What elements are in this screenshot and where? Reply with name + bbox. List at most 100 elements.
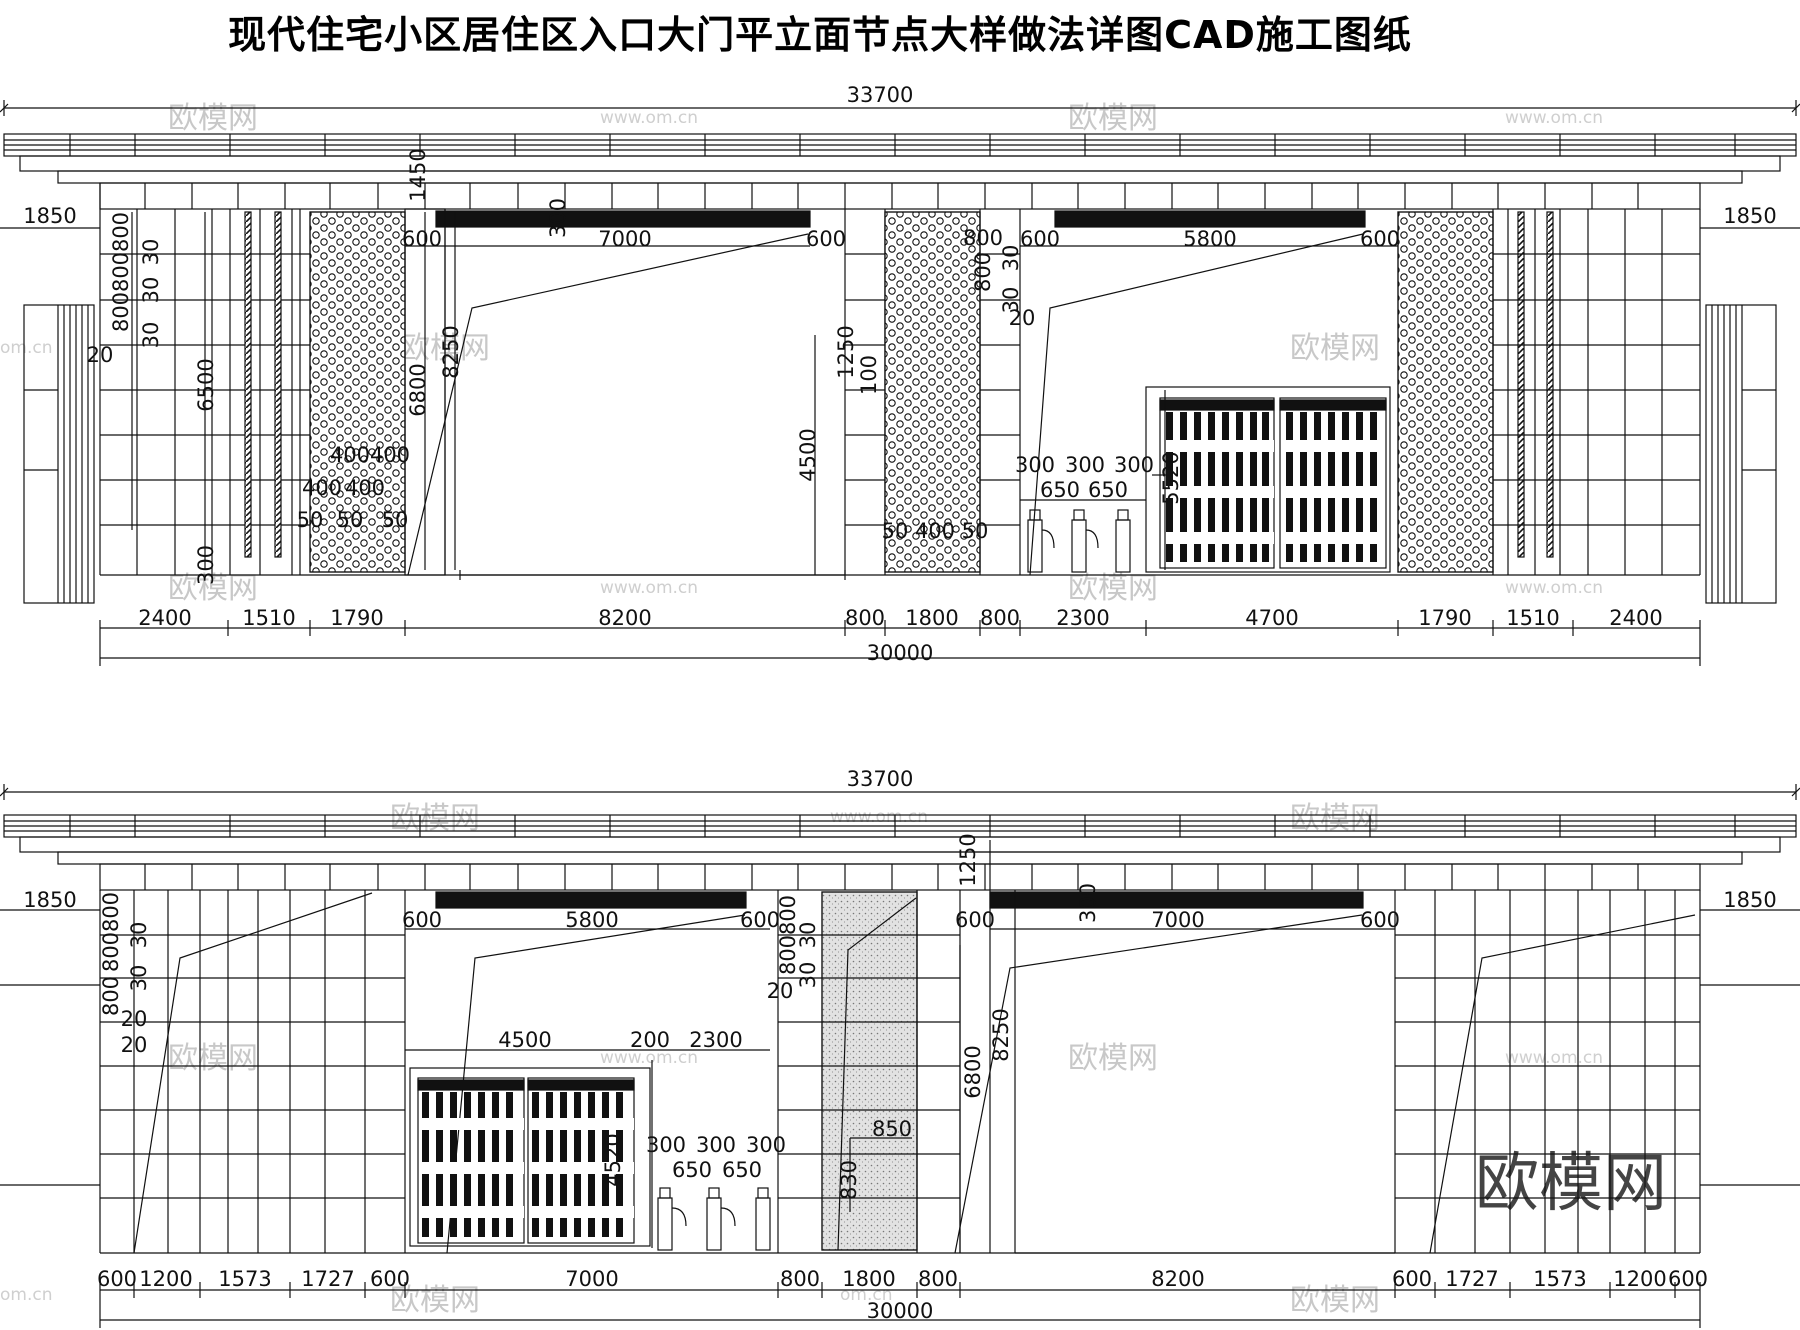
watermark-brand: 欧模网 [1290,1283,1380,1318]
dim-label: 6800 [406,363,430,416]
dim-label: 800 [99,976,123,1016]
dim-label: 650 [722,1158,762,1182]
dim-label: 1450 [406,148,430,201]
dim-label: 600 [1360,908,1400,932]
dim-label: 33700 [847,83,914,107]
dim-label: 20 [1009,306,1036,330]
dim-label: 800 [980,606,1020,630]
dim-label: 1727 [1445,1267,1498,1291]
dim-label: 1800 [905,606,958,630]
dim-label: 30000 [867,641,934,665]
sliding-gate-bottom [409,1060,653,1248]
dim-label: 600 [1392,1267,1432,1291]
dim-label: 1790 [330,606,383,630]
dim-label: 1200 [1613,1267,1666,1291]
cornice-joints [99,183,1639,209]
dim-label: 5520 [1159,451,1183,504]
dim-label: 800 [776,935,800,975]
dim-label: 600 [97,1267,137,1291]
turnstiles-bottom [657,1187,771,1251]
elevation-top [0,100,1800,666]
dim-label: 4500 [796,428,820,481]
watermark-layer: 欧模网 欧模网 www.om.cn www.om.cn 欧模网 欧模网 om.c… [0,101,1667,1318]
dim-label: 650 [1040,478,1080,502]
left-wing-top [0,227,100,604]
dim-label: 1850 [1723,888,1776,912]
dim-label: 8200 [1151,1267,1204,1291]
dim-label: 800 [109,252,133,292]
dim-label: 30 [127,922,151,949]
dim-label: 800 [99,892,123,932]
dim-label: 1510 [1506,606,1559,630]
dim-label: 33700 [847,767,914,791]
dim-label: 5800 [1183,227,1236,251]
dim-label: 400 [330,443,370,467]
dim-label: 600 [1360,227,1400,251]
watermark-url: www.om.cn [600,108,698,128]
dim-label: 1250 [834,325,858,378]
watermark-brand: 欧模网 [1290,331,1380,366]
dim-label: 1573 [1533,1267,1586,1291]
center-pier [844,209,1021,575]
dim-label: 20 [121,1033,148,1057]
dim-label: 50 [337,508,364,532]
dim-label: 600 [402,908,442,932]
dim-label: 6500 [194,358,218,411]
dim-label: 30 [127,965,151,992]
dim-label: 400 [915,519,955,543]
dim-label: 20 [121,1007,148,1031]
dim-label: 2300 [689,1028,742,1052]
dim-label: 800 [971,252,995,292]
dim-label: 300 [1015,453,1055,477]
dim-label: 600 [740,908,780,932]
watermark-brand: 欧模网 [390,801,480,836]
dim-label: 1510 [242,606,295,630]
dim-label: 2400 [138,606,191,630]
right-wall-courses [1493,209,1700,575]
watermark-url: www.om.cn [830,807,928,827]
dim-label: 300 [696,1133,736,1157]
watermark-brand: 欧模网 [168,101,258,136]
dim-label: 30 [796,922,820,949]
dim-label: 600 [370,1267,410,1291]
watermark-logo: 欧模网 [1475,1147,1667,1221]
dim-label: 30 [999,245,1023,272]
dim-label: 1850 [1723,204,1776,228]
dim-label: 6800 [961,1045,985,1098]
dim-label: 400 [345,476,385,500]
right-wing-top [1700,227,1800,604]
dim-label: 600 [1668,1267,1708,1291]
dim-label: 300 [646,1133,686,1157]
left-wall-grid-bottom [100,890,406,1253]
dim-label: 1850 [23,204,76,228]
watermark-brand: 欧模网 [1068,571,1158,606]
dim-label: 650 [672,1158,712,1182]
sliding-gate-top [1145,386,1391,573]
dim-label: 1850 [23,888,76,912]
watermark-url: www.om.cn [1505,108,1603,128]
dim-label: 1800 [842,1267,895,1291]
dim-label: 850 [872,1117,912,1141]
right-wall-grid-bottom [1394,890,1700,1253]
dim-label: 50 [297,508,324,532]
dim-label: 50 [882,519,909,543]
dim-label: 30000 [867,1299,934,1323]
dim-label: 800 [99,932,123,972]
dim-label: 1250 [956,833,980,886]
dim-label: 400 [302,476,342,500]
dim-label: 600 [955,908,995,932]
dim-label: 800 [845,606,885,630]
watermark-brand: 欧模网 [168,571,258,606]
dim-label: 7000 [565,1267,618,1291]
watermark-url: www.om.cn [600,578,698,598]
cornice-slats [69,134,1736,156]
dim-label: 300 [746,1133,786,1157]
watermark-url: www.om.cn [1505,1048,1603,1068]
dim-label: 600 [1020,227,1060,251]
dim-label: 30 [999,287,1023,314]
dim-label: 8250 [439,325,463,378]
elevation-top-labels: 33700 1850 1850 2400 1510 1790 8200 800 … [23,83,1776,665]
dim-label: 300 [1076,883,1100,923]
dim-label: 20 [767,979,794,1003]
cornice-slats-bottom [69,815,1736,837]
